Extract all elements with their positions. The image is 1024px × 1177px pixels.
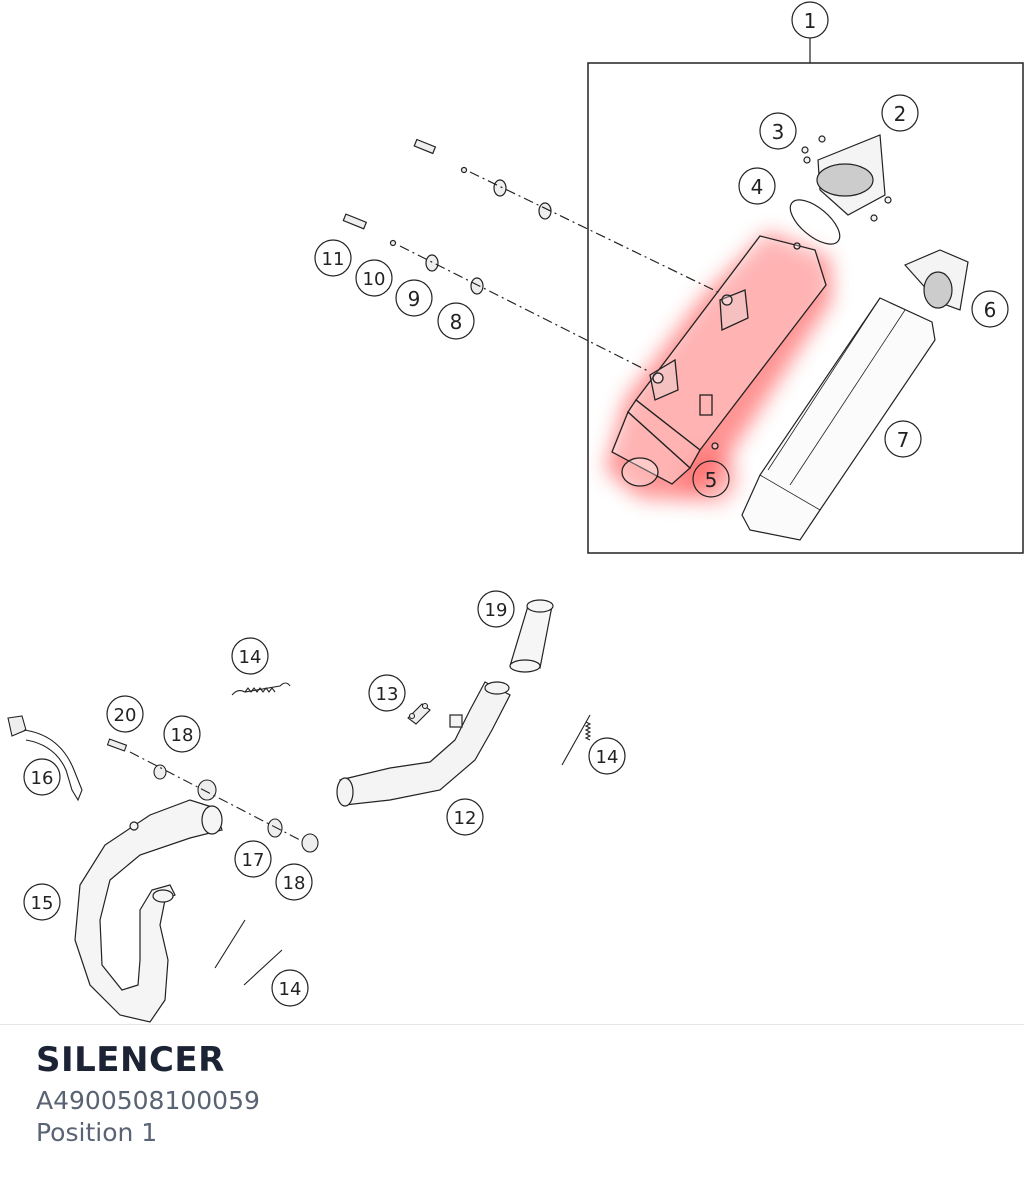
callout-label: 5 — [705, 468, 718, 492]
callout-label: 7 — [897, 428, 910, 452]
callout-18-left: 18 — [163, 715, 201, 753]
callout-10: 10 — [355, 259, 393, 297]
assembly-frame — [587, 62, 1024, 554]
callout-16: 16 — [23, 758, 61, 796]
callout-label: 1 — [804, 9, 817, 33]
callout-4: 4 — [738, 167, 776, 205]
end-cap-cover-part-6[interactable] — [903, 249, 969, 311]
callout-13: 13 — [368, 674, 406, 712]
callout-label: 19 — [485, 600, 508, 621]
end-cap-part-2[interactable] — [801, 134, 892, 222]
callout-14-bottom: 14 — [271, 969, 309, 1007]
callout-label: 18 — [171, 725, 194, 746]
callout-label: 20 — [114, 705, 137, 726]
callout-label: 4 — [751, 175, 764, 199]
callout-20: 20 — [106, 695, 144, 733]
mid-pipe-part-12[interactable] — [336, 681, 511, 807]
callout-6: 6 — [971, 290, 1009, 328]
callout-9: 9 — [395, 279, 433, 317]
callout-label: 2 — [894, 102, 907, 126]
callout-label: 14 — [596, 747, 619, 768]
callout-label: 14 — [279, 979, 302, 1000]
callout-14-right: 14 — [588, 737, 626, 775]
exploded-parts-diagram: 1 2 3 4 5 6 7 8 9 10 11 12 — [7, 1, 1024, 1023]
callout-1: 1 — [791, 1, 829, 39]
caption-divider — [0, 1024, 1024, 1025]
spring-part-14-top[interactable] — [231, 682, 291, 696]
sensor-part-16[interactable] — [7, 715, 83, 802]
callout-label: 17 — [242, 850, 265, 871]
callout-17: 17 — [234, 840, 272, 878]
callout-label: 9 — [408, 287, 421, 311]
callout-14-top: 14 — [231, 637, 269, 675]
callout-label: 10 — [363, 269, 386, 290]
part-title: SILENCER — [36, 1040, 225, 1080]
callout-12: 12 — [446, 798, 484, 836]
connecting-sleeve-part-19[interactable] — [509, 599, 554, 673]
part-position: Position 1 — [36, 1118, 158, 1147]
spring-part-14-bottom[interactable] — [214, 919, 283, 986]
callout-11: 11 — [314, 239, 352, 277]
callout-15: 15 — [23, 883, 61, 921]
silencer-body-part-5[interactable] — [611, 235, 827, 487]
silencer-sleeve-part-7[interactable] — [741, 297, 936, 541]
callout-label: 11 — [322, 249, 345, 270]
fastener-set-header — [106, 738, 319, 853]
callout-8: 8 — [437, 302, 475, 340]
fastener-set-lower — [342, 213, 651, 373]
callout-label: 3 — [772, 120, 785, 144]
callout-3: 3 — [759, 112, 797, 150]
part-number: A4900508100059 — [36, 1086, 260, 1115]
clamp-part-13[interactable] — [407, 702, 431, 725]
callout-label: 6 — [984, 298, 997, 322]
fastener-set-upper — [413, 138, 721, 294]
callout-19: 19 — [477, 590, 515, 628]
callout-label: 18 — [283, 873, 306, 894]
callout-2: 2 — [881, 94, 919, 132]
callout-label: 15 — [31, 893, 54, 914]
callout-label: 16 — [31, 768, 54, 789]
callout-label: 14 — [239, 647, 262, 668]
header-pipe-part-15[interactable] — [74, 799, 223, 1023]
callout-5[interactable]: 5 — [692, 460, 730, 498]
callout-label: 12 — [454, 808, 477, 829]
gasket-part-4[interactable] — [783, 192, 847, 252]
spring-part-14-right[interactable] — [561, 714, 592, 766]
callout-7: 7 — [884, 420, 922, 458]
callout-label: 13 — [376, 684, 399, 705]
callout-18-right: 18 — [275, 863, 313, 901]
callout-label: 8 — [450, 310, 463, 334]
